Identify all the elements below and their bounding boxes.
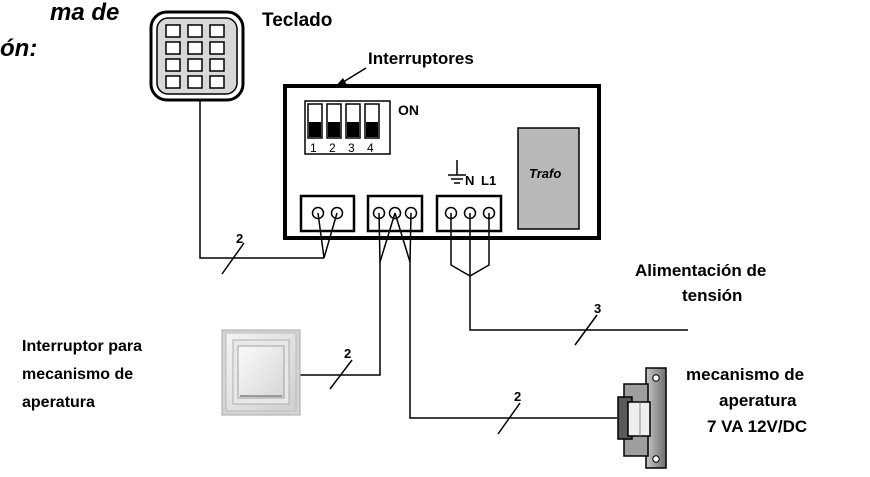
wall-switch-icon — [221, 329, 301, 416]
electric-strike-icon — [617, 367, 667, 469]
power-label-line2: tensión — [682, 286, 742, 305]
transformer — [517, 127, 580, 230]
keypad-label: Teclado — [262, 10, 332, 31]
dip-number-4: 4 — [367, 141, 374, 155]
wire-count-power: 3 — [594, 301, 601, 316]
push-switch-label-line3: aperatura — [22, 394, 95, 411]
transformer-label: Trafo — [529, 166, 561, 181]
wire-count-lock: 2 — [514, 389, 521, 404]
push-switch-label-line1: Interruptor para — [22, 338, 142, 355]
terminal-block-keypad — [299, 194, 356, 233]
push-switch-label-line2: mecanismo de — [22, 366, 133, 383]
switches-label: Interruptores — [368, 49, 474, 68]
wire-count-ticks — [221, 242, 598, 435]
dip-number-3: 3 — [348, 141, 355, 155]
dip-number-2: 2 — [329, 141, 336, 155]
wires — [199, 100, 688, 419]
dip-number-1: 1 — [310, 141, 317, 155]
keypad-icon — [149, 10, 245, 102]
terminal-n-label: N — [465, 173, 474, 188]
terminal-block-power — [435, 194, 503, 233]
title-fragment-2: ón: — [0, 35, 37, 62]
terminal-l1-label: L1 — [481, 173, 496, 188]
power-label-line1: Alimentación de — [635, 261, 766, 280]
wire-count-switch: 2 — [344, 346, 351, 361]
dip-on-label: ON — [398, 102, 419, 118]
dip-switch-block — [304, 100, 391, 155]
lock-label-line3: 7 VA 12V/DC — [707, 417, 807, 436]
ground-symbol-icon — [448, 160, 466, 184]
wire-count-keypad: 2 — [236, 231, 243, 246]
title-fragment-1: ma de — [50, 0, 119, 26]
lock-label-line2: aperatura — [719, 391, 797, 410]
lock-label-line1: mecanismo de — [686, 365, 804, 384]
